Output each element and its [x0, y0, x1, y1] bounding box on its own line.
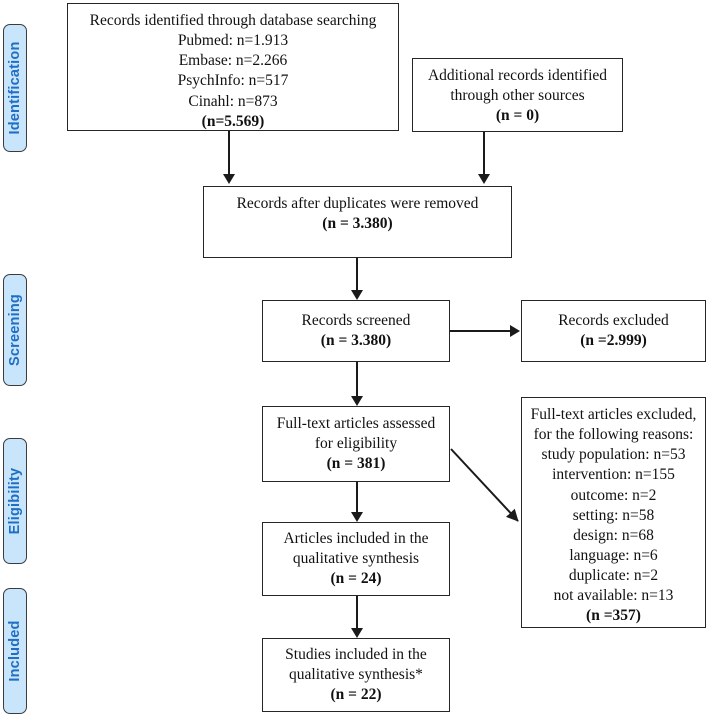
node-text-line: (n=5.569) — [201, 112, 265, 130]
stage-tab-screening: Screening — [3, 274, 27, 386]
arrowhead-screened-to-excluded — [510, 325, 520, 337]
connector-duplicates-to-screened — [356, 258, 358, 292]
records-after-duplicates-removed-text: Records after duplicates were removed (n … — [204, 187, 511, 234]
node-text-line: qualitative synthesis — [292, 549, 420, 567]
node-text-line: design: n=68 — [573, 526, 654, 544]
arrowhead-database-to-duplicates — [223, 174, 235, 184]
records-screened-text: Records screened (n = 3.380) — [263, 311, 449, 351]
stage-tab-included: Included — [3, 588, 27, 714]
node-text-line: PsychInfo: n=517 — [177, 72, 289, 90]
node-text-line: Articles included in the — [283, 529, 429, 547]
node-text-line: Records identified through database sear… — [89, 12, 377, 29]
records-identified-database-text: Records identified through database sear… — [68, 4, 398, 132]
fulltext-articles-assessed-box: Full-text articles assessed for eligibili… — [262, 406, 450, 482]
connector-database-to-duplicates — [228, 130, 230, 176]
node-text-line: Studies included in the — [285, 645, 427, 663]
node-text-line: for the following reasons: — [533, 426, 694, 444]
fulltext-articles-excluded-box: Full-text articles excluded, for the foll… — [521, 397, 706, 628]
node-text-line: Full-text articles excluded, — [530, 406, 697, 423]
fulltext-articles-assessed-text: Full-text articles assessed for eligibili… — [263, 414, 449, 474]
arrowhead-other-sources-to-duplicates — [478, 174, 490, 184]
connector-other-sources-to-duplicates — [483, 132, 485, 176]
arrowhead-screened-to-fulltext — [351, 396, 363, 406]
node-text-line: qualitative synthesis* — [289, 665, 423, 683]
articles-included-text: Articles included in the qualitative synt… — [263, 529, 449, 589]
node-text-line: Cinahl: n=873 — [188, 92, 278, 110]
node-text-line: (n =357) — [586, 607, 641, 625]
node-text-line: Additional records identified — [427, 67, 608, 84]
records-identified-database-box: Records identified through database sear… — [67, 3, 399, 131]
node-text-line: language: n=6 — [569, 546, 658, 564]
node-text-line: Embase: n=2.266 — [178, 52, 288, 70]
arrowhead-duplicates-to-screened — [351, 290, 363, 300]
fulltext-articles-excluded-text: Full-text articles excluded, for the foll… — [522, 398, 705, 627]
node-text-line: (n = 24) — [330, 570, 382, 588]
node-text-line: (n = 381) — [326, 455, 386, 473]
studies-included-box: Studies included in the qualitative synth… — [262, 638, 450, 712]
node-text-line: study population: n=53 — [541, 446, 686, 464]
connector-screened-to-fulltext — [356, 362, 358, 398]
connector-screened-to-excluded — [450, 330, 512, 332]
node-text-line: (n = 3.380) — [322, 215, 393, 233]
node-text-line: duplicate: n=2 — [568, 567, 659, 585]
stage-tab-eligibility: Eligibility — [3, 438, 27, 564]
node-text-line: not available: n=13 — [553, 587, 674, 605]
records-screened-box: Records screened (n = 3.380) — [262, 300, 450, 362]
node-text-line: setting: n=58 — [572, 506, 655, 524]
node-text-line: intervention: n=155 — [552, 466, 675, 484]
node-text-line: Records screened — [301, 311, 411, 329]
node-text-line: (n =2.999) — [580, 332, 647, 349]
studies-included-text: Studies included in the qualitative synth… — [263, 645, 449, 705]
node-text-line: Records after duplicates were removed — [236, 195, 479, 212]
node-text-line: (n = 22) — [330, 686, 382, 704]
articles-included-box: Articles included in the qualitative synt… — [262, 522, 450, 596]
node-text-line: (n = 3.380) — [320, 332, 392, 349]
records-excluded-box: Records excluded (n =2.999) — [521, 300, 706, 362]
arrowhead-articles-to-studies — [351, 628, 363, 638]
connector-fulltext-to-articles — [356, 482, 358, 514]
connector-articles-to-studies — [356, 596, 358, 630]
node-text-line: outcome: n=2 — [570, 486, 657, 504]
node-text-line: (n = 0) — [495, 107, 540, 125]
additional-records-other-sources-text: Additional records identified through oth… — [413, 59, 622, 126]
node-text-line: Full-text articles assessed — [276, 414, 436, 432]
arrowhead-fulltext-to-articles — [351, 512, 363, 522]
records-excluded-text: Records excluded (n =2.999) — [522, 311, 705, 351]
additional-records-other-sources-box: Additional records identified through oth… — [412, 58, 623, 132]
stage-tab-identification: Identification — [3, 24, 27, 152]
node-text-line: Records excluded — [558, 311, 669, 329]
records-after-duplicates-removed-box: Records after duplicates were removed (n … — [203, 186, 512, 258]
node-text-line: Pubmed: n=1.913 — [177, 32, 289, 50]
node-text-line: through other sources — [450, 87, 585, 105]
node-text-line: for eligibility — [314, 434, 398, 452]
